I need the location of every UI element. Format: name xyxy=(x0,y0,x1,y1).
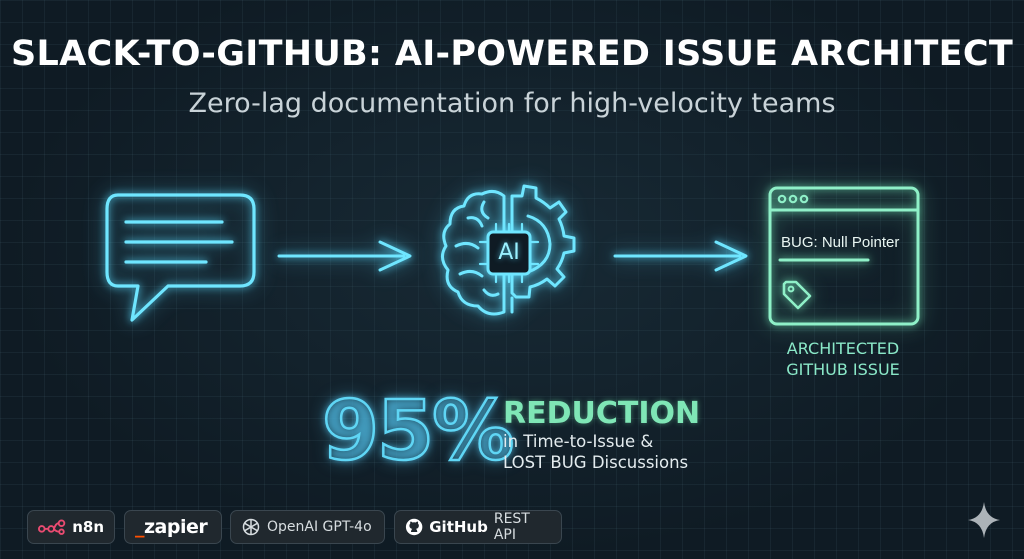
badge-openai-label: OpenAI GPT-4o xyxy=(267,519,372,535)
arrow-right-icon xyxy=(613,240,748,272)
ai-chip-label: AI xyxy=(498,240,520,265)
tag-icon xyxy=(782,280,812,310)
stat-line2: LOST BUG Discussions xyxy=(503,453,689,472)
badge-n8n-label: n8n xyxy=(72,518,104,536)
ai-brain-gear-icon xyxy=(441,184,576,316)
github-logo-icon xyxy=(405,518,423,536)
issue-caption-line1: ARCHITECTED xyxy=(786,339,900,358)
issue-caption: ARCHITECTED GITHUB ISSUE xyxy=(748,338,938,380)
browser-window-icon xyxy=(768,186,920,326)
page-subtitle: Zero-lag documentation for high-velocity… xyxy=(188,88,836,119)
issue-caption-line2: GITHUB ISSUE xyxy=(786,360,900,379)
chat-bubble-icon xyxy=(105,193,256,322)
badge-openai: OpenAI GPT-4o xyxy=(230,510,385,544)
issue-title: BUG: Null Pointer xyxy=(781,234,900,251)
sparkle-icon xyxy=(968,502,1000,538)
badge-github-label: GitHub xyxy=(429,518,488,536)
badge-github-rest: REST API xyxy=(493,511,530,543)
stat-line1: in Time-to-Issue & xyxy=(503,432,654,451)
badge-zapier: _zapier xyxy=(124,510,222,544)
badge-github: GitHub REST API xyxy=(394,510,562,544)
openai-logo-icon xyxy=(242,518,260,536)
stat-value: 95% xyxy=(321,383,516,481)
page-title: SLACK-TO-GITHUB: AI-POWERED ISSUE ARCHIT… xyxy=(10,34,1014,74)
badge-zapier-label: _zapier xyxy=(135,516,208,538)
arrow-right-icon xyxy=(277,240,412,272)
n8n-logo-icon xyxy=(38,519,66,535)
stat-headline: REDUCTION xyxy=(503,396,701,431)
badge-n8n: n8n xyxy=(27,510,115,544)
ai-brain-gear: AI xyxy=(428,178,588,338)
